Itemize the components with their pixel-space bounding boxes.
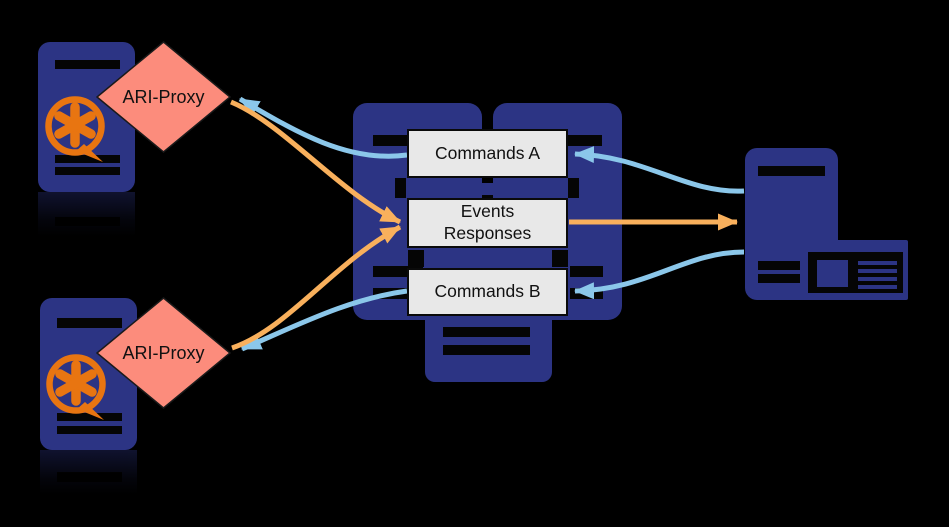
arrow-proxy-bottom-to-events — [231, 224, 402, 351]
arrow-commands-b-to-proxy-bottom — [241, 288, 408, 352]
events-label: Events — [460, 201, 515, 222]
asterisk-logo-icon — [46, 354, 106, 420]
server-slot — [570, 266, 603, 277]
server-slot — [568, 178, 579, 198]
events-responses-box: Events Responses — [407, 198, 568, 248]
screen-line — [858, 285, 897, 289]
ari-proxy-label: ARI-Proxy — [122, 86, 205, 107]
arrow-client-to-commands-b — [574, 249, 745, 300]
screen-line — [858, 269, 897, 273]
commands-b-box: Commands B — [407, 268, 568, 316]
commands-a-label: Commands A — [434, 142, 541, 163]
server-slot — [55, 167, 120, 175]
screen-line — [858, 261, 897, 265]
screen-line — [858, 277, 897, 281]
server-slot — [57, 426, 122, 434]
ari-proxy-label: ARI-Proxy — [122, 342, 205, 363]
server-slot — [55, 60, 120, 69]
server-slot — [443, 345, 530, 355]
diamond-shape — [95, 297, 232, 409]
server-reflection — [40, 450, 137, 502]
arrow-commands-a-to-proxy-top — [238, 96, 408, 159]
server-slot — [758, 166, 825, 176]
server-reflection — [38, 192, 135, 244]
server-slot — [758, 261, 813, 270]
server-slot — [395, 178, 406, 198]
server-slot — [758, 274, 813, 283]
server-slot — [408, 250, 424, 267]
server-slot — [443, 327, 530, 337]
server-slot — [552, 250, 568, 267]
server-slot — [57, 318, 122, 328]
responses-label: Responses — [443, 223, 532, 243]
server-slot — [373, 266, 423, 277]
monitor-screen — [808, 252, 903, 293]
arrow-client-to-commands-a — [574, 146, 745, 194]
arrow-proxy-top-to-events — [230, 99, 402, 225]
server-slot — [55, 155, 120, 163]
server-tower-icon — [38, 42, 135, 192]
asterisk-server-1 — [38, 42, 135, 244]
server-slot — [57, 413, 122, 421]
screen-window — [817, 260, 848, 287]
diamond-shape — [95, 41, 232, 153]
commands-b-label: Commands B — [434, 281, 541, 302]
ari-proxy-diamond-bottom: ARI-Proxy — [95, 297, 232, 409]
monitor-icon — [800, 240, 908, 300]
asterisk-logo-icon — [45, 96, 105, 162]
commands-a-box: Commands A — [407, 129, 568, 178]
ari-proxy-diamond-top: ARI-Proxy — [95, 41, 232, 153]
asterisk-server-2 — [40, 298, 137, 502]
